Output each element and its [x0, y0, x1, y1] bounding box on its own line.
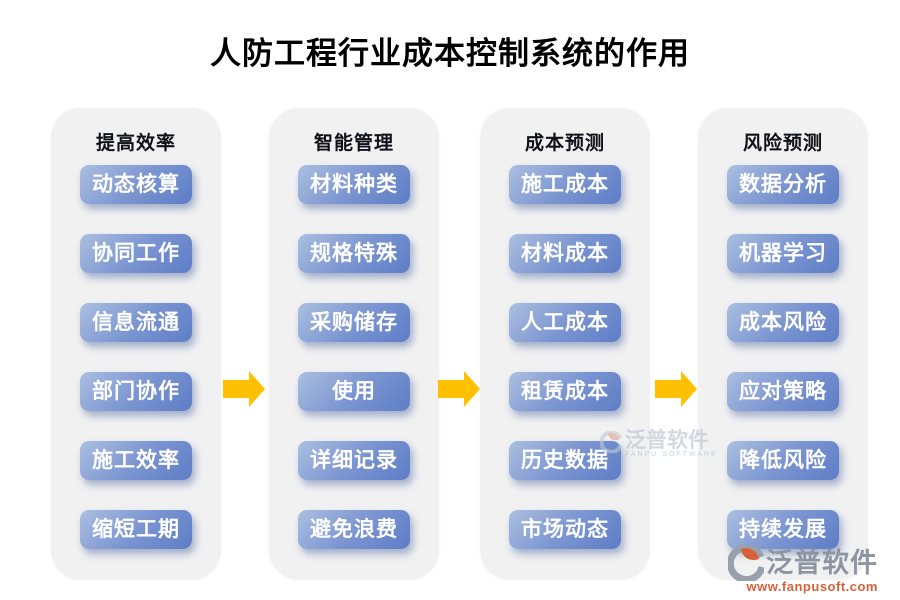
feature-pill[interactable]: 信息流通: [80, 303, 192, 342]
column-panel-improve-efficiency: 提高效率 动态核算 协同工作 信息流通 部门协作 施工效率 缩短工期: [51, 108, 221, 580]
footer-url-text: www.fanpusoft.com: [746, 579, 878, 594]
feature-pill[interactable]: 详细记录: [298, 441, 410, 480]
feature-pill[interactable]: 规格特殊: [298, 234, 410, 273]
feature-pill[interactable]: 历史数据: [509, 441, 621, 480]
column-panel-risk-forecast: 风险预测 数据分析 机器学习 成本风险 应对策略 降低风险 持续发展: [698, 108, 868, 580]
feature-pill[interactable]: 采购储存: [298, 303, 410, 342]
feature-pill[interactable]: 降低风险: [727, 441, 839, 480]
column-header: 成本预测: [524, 133, 605, 154]
column-header: 风险预测: [742, 133, 823, 154]
flow-arrow-right-icon: [223, 371, 265, 407]
feature-pill[interactable]: 动态核算: [80, 165, 192, 204]
feature-pill[interactable]: 使用: [298, 372, 410, 411]
column-panel-cost-forecast: 成本预测 施工成本 材料成本 人工成本 租赁成本 历史数据 市场动态: [480, 108, 650, 580]
feature-pill[interactable]: 部门协作: [80, 372, 192, 411]
flow-arrow-right-icon: [655, 371, 697, 407]
fanpu-logo-icon: [728, 545, 764, 581]
feature-pill[interactable]: 持续发展: [727, 510, 839, 549]
feature-pill[interactable]: 避免浪费: [298, 510, 410, 549]
feature-pill[interactable]: 机器学习: [727, 234, 839, 273]
page-title: 人防工程行业成本控制系统的作用: [210, 36, 690, 71]
feature-pill[interactable]: 成本风险: [727, 303, 839, 342]
feature-pill[interactable]: 协同工作: [80, 234, 192, 273]
feature-pill[interactable]: 市场动态: [509, 510, 621, 549]
feature-pill[interactable]: 材料成本: [509, 234, 621, 273]
feature-pill[interactable]: 数据分析: [727, 165, 839, 204]
column-header: 提高效率: [95, 133, 176, 154]
column-panel-smart-management: 智能管理 材料种类 规格特殊 采购储存 使用 详细记录 避免浪费: [269, 108, 439, 580]
feature-pill[interactable]: 材料种类: [298, 165, 410, 204]
flow-arrow-right-icon: [438, 371, 480, 407]
feature-pill[interactable]: 租赁成本: [509, 372, 621, 411]
footer-logo: 泛普软件 www.fanpusoft.com: [728, 545, 878, 594]
feature-pill[interactable]: 施工效率: [80, 441, 192, 480]
feature-pill[interactable]: 缩短工期: [80, 510, 192, 549]
footer-brand-text: 泛普软件: [766, 548, 878, 578]
feature-pill[interactable]: 施工成本: [509, 165, 621, 204]
column-header: 智能管理: [313, 133, 394, 154]
feature-pill[interactable]: 人工成本: [509, 303, 621, 342]
feature-pill[interactable]: 应对策略: [727, 372, 839, 411]
